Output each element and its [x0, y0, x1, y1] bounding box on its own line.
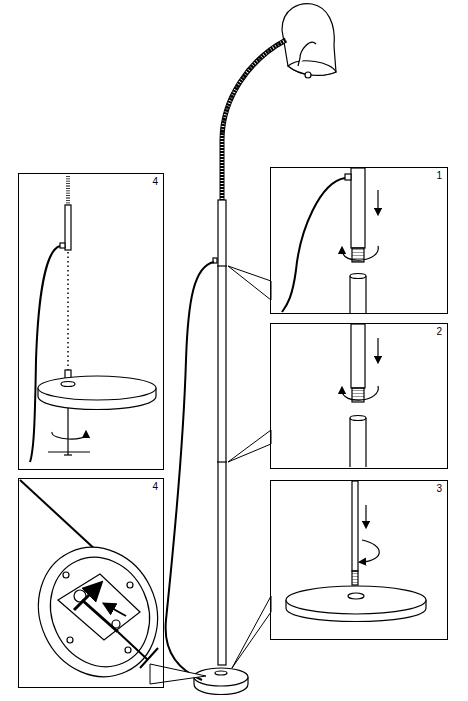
gooseneck: [222, 40, 286, 205]
callout-number: 2: [435, 326, 443, 337]
detail-base-underside: [18, 480, 179, 696]
detail-panel: 4: [18, 173, 164, 470]
detail-pole-screw: [30, 176, 156, 462]
lamp-base: [194, 668, 248, 695]
detail-panel: 2: [270, 323, 448, 469]
lamp-shade: [282, 4, 336, 78]
callout-number: 4: [151, 176, 159, 187]
detail-panel: 3: [270, 480, 448, 640]
callout-number: 3: [435, 483, 443, 494]
detail-panel: 1: [270, 167, 448, 314]
lamp-pole: [213, 200, 227, 665]
callout-number: 4: [151, 481, 159, 492]
power-cable: [166, 262, 214, 680]
detail-tube-join-2: [342, 324, 378, 467]
detail-base-screw: [286, 481, 426, 622]
detail-tube-join-1: [282, 168, 378, 313]
callout-leader: [150, 266, 271, 684]
detail-panel: 4: [18, 478, 164, 688]
callout-number: 1: [435, 170, 443, 181]
